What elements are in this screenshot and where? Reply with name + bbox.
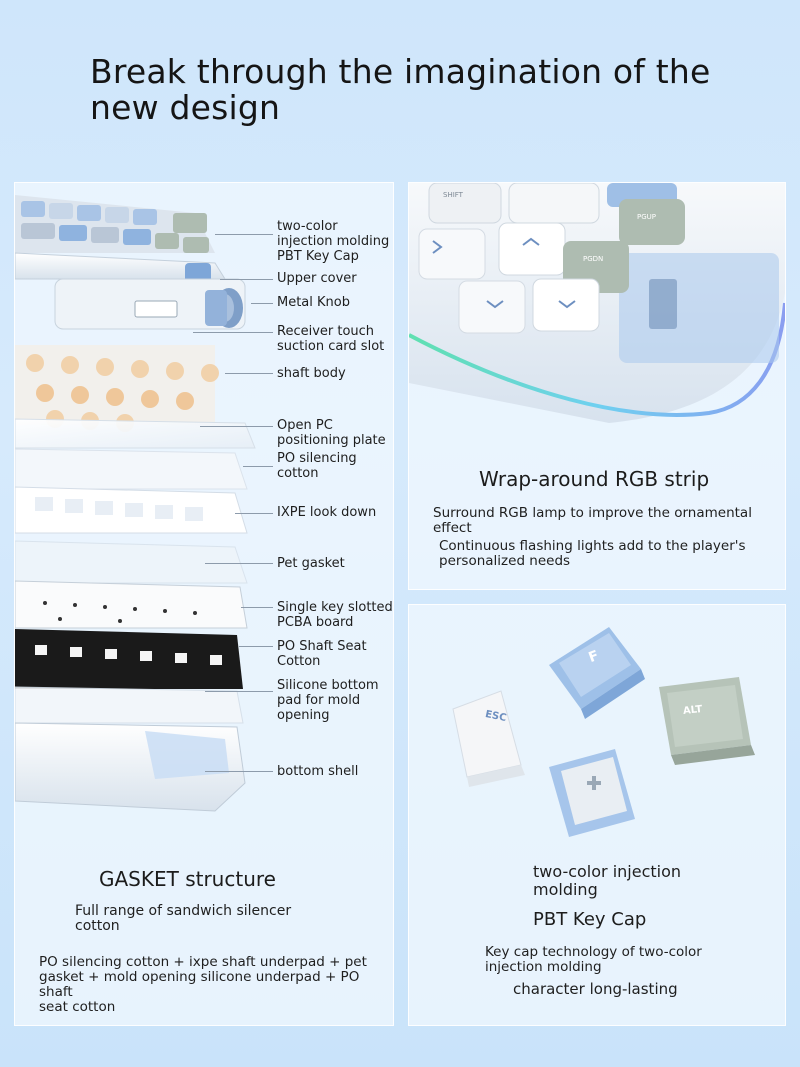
keycap-title-line2: PBT Key Cap (533, 909, 647, 930)
callout-metal-knob: Metal Knob (277, 295, 350, 310)
callout-leader (193, 332, 273, 333)
callout-leader (243, 466, 273, 467)
callout-leader (251, 303, 273, 304)
callout-bottom-shell: bottom shell (277, 764, 359, 779)
callout-ixpe: IXPE look down (277, 505, 377, 520)
po-cotton-layer (15, 448, 248, 490)
keycap-layer (15, 195, 215, 253)
callout-po-cotton: PO silencing cotton (277, 451, 357, 481)
gasket-description: PO silencing cotton + ixpe shaft underpa… (39, 954, 367, 1015)
keycap-stem-view (549, 749, 635, 837)
callout-leader (225, 373, 273, 374)
callout-leader (220, 279, 273, 280)
key-label-shift: SHIFT (443, 191, 463, 199)
pet-gasket-layer (15, 540, 248, 584)
keycap-text-1: Key cap technology of two-color injectio… (485, 944, 702, 975)
bottom-shell-layer (15, 722, 246, 812)
callout-silicone-pad: Silicone bottom pad for mold opening (277, 678, 379, 723)
rgb-keyboard-illustration (409, 183, 785, 423)
callout-leader (205, 771, 273, 772)
rgb-text-2: Continuous flashing lights add to the pl… (439, 538, 746, 569)
rgb-strip-panel: SHIFT PGUP PGDN Wrap-around RGB strip Su… (408, 182, 786, 590)
callout-leader (215, 234, 273, 235)
pcba-layer (15, 580, 248, 629)
key-label-pgup: PGUP (637, 213, 656, 221)
gasket-title: GASKET structure (99, 867, 276, 891)
silicone-pad-layer (15, 686, 244, 724)
keycaps-illustration (452, 627, 755, 837)
exploded-keyboard-illustration (15, 195, 256, 812)
po-shaft-seat-layer (15, 629, 243, 689)
ixpe-layer (15, 486, 248, 534)
keycap-f (549, 627, 645, 719)
callout-upper-cover: Upper cover (277, 271, 357, 286)
callout-keycap: two-color injection molding PBT Key Cap (277, 219, 390, 264)
callout-pet-gasket: Pet gasket (277, 556, 345, 571)
callout-pc-plate: Open PC positioning plate (277, 418, 386, 448)
callout-pcba: Single key slotted PCBA board (277, 600, 393, 630)
rgb-title: Wrap-around RGB strip (479, 467, 710, 491)
keycap-alt (659, 677, 755, 765)
callout-leader (205, 691, 273, 692)
pc-plate-layer (15, 418, 256, 449)
keycap-title-line1: two-color injection molding (533, 862, 682, 899)
callout-leader (200, 426, 273, 427)
callout-shaft-body: shaft body (277, 366, 346, 381)
callout-leader (205, 563, 273, 564)
key-label-pgdn: PGDN (583, 255, 604, 263)
rgb-text-1: Surround RGB lamp to improve the ornamen… (433, 505, 752, 536)
callout-leader (235, 513, 273, 514)
callout-po-shaft-seat: PO Shaft Seat Cotton (277, 639, 367, 669)
gasket-subtitle: Full range of sandwich silencer cotton (75, 903, 292, 934)
key-label-alt: ALT (682, 704, 703, 717)
keycap-text-2: character long-lasting (513, 980, 678, 998)
keycap-esc (452, 690, 525, 787)
exploded-view-panel: two-color injection molding PBT Key Cap … (14, 182, 394, 1026)
knob-layer (54, 278, 246, 330)
callout-leader (241, 607, 273, 608)
headline: Break through the imagination of the new… (90, 52, 711, 127)
keycap-panel: ESC F ALT two-color injection molding PB… (408, 604, 786, 1026)
callout-receiver-slot: Receiver touch suction card slot (277, 324, 385, 354)
callout-leader (239, 646, 273, 647)
switch-layer (15, 345, 219, 432)
